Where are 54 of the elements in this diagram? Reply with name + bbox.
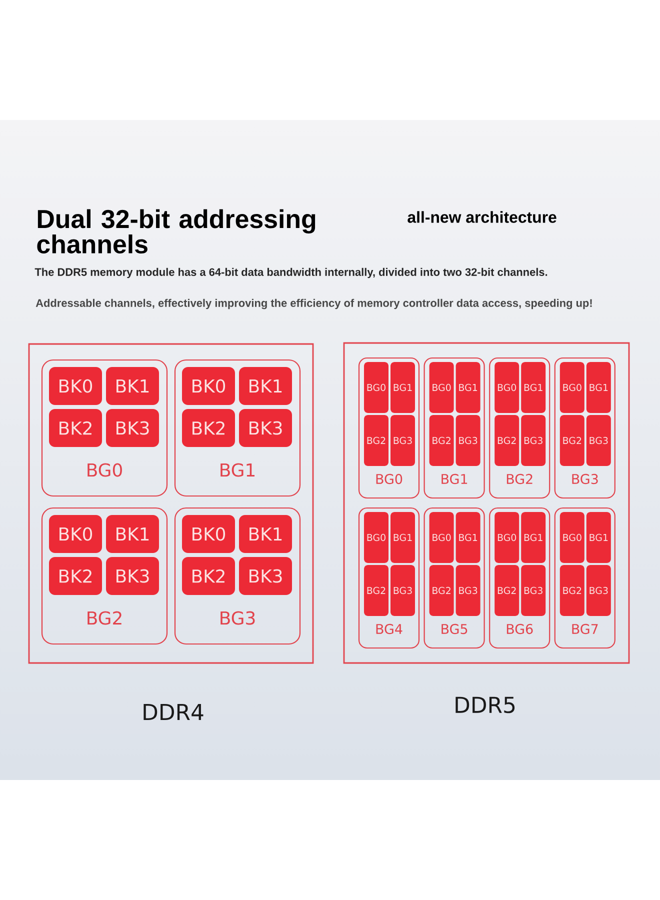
cell-box: BG2: [560, 415, 584, 466]
cell-box: BG0: [429, 362, 454, 413]
description-text: Addressable channels, effectively improving the efficiency of memory controller data access, speeding up!: [36, 298, 592, 310]
cell-box: BK1: [106, 367, 159, 405]
cell-box: BG0: [560, 362, 584, 413]
cell-box: BK0: [182, 515, 235, 553]
node-label: DDR4: [144, 704, 204, 720]
cell-box: BG0: [364, 512, 388, 563]
cell-box: BG0: [494, 512, 520, 563]
cell-box: BG3: [456, 415, 480, 466]
cell-box: BG0: [560, 512, 584, 563]
cell-box: BK2: [49, 557, 102, 595]
cell-box: BG0: [364, 362, 388, 413]
cell-box: BG1: [521, 512, 546, 563]
cell-box: BK2: [182, 557, 235, 595]
cell-box: BG1: [390, 512, 415, 563]
cell-box: BG2: [494, 565, 520, 616]
cell-box: BK3: [106, 409, 159, 447]
cell-box: BG3: [586, 565, 611, 616]
cell-box: BK2: [182, 409, 235, 447]
cell-box: BG1: [390, 362, 415, 413]
cell-box: BG2: [494, 415, 520, 466]
cell-box: BG3: [456, 565, 480, 616]
description-text: The DDR5 memory module has a 64-bit data bandwidth internally, divided into two 32-bit channels.: [34, 268, 548, 278]
cell-box: BK3: [106, 557, 159, 595]
cell-box: BG0: [429, 512, 454, 563]
cell-box: BG2: [364, 565, 388, 616]
cell-box: BK2: [49, 409, 102, 447]
cell-box: BG3: [521, 415, 546, 466]
cell-box: BK1: [106, 515, 159, 553]
cell-box: BG1: [456, 512, 480, 563]
subtitle: all-new architecture: [408, 211, 556, 223]
cell-box: BG2: [429, 415, 454, 466]
cell-box: BG2: [364, 415, 388, 466]
cell-box: BG1: [521, 362, 546, 413]
cell-box: BG2: [429, 565, 454, 616]
cell-box: BK1: [239, 367, 292, 405]
cell-box: BG3: [586, 415, 611, 466]
node-label: DDR5: [456, 696, 515, 714]
cell-box: BG1: [586, 362, 611, 413]
cell-box: BK0: [49, 367, 102, 405]
title: Dual 32-bit addressing channels: [37, 209, 316, 254]
cell-box: BK0: [49, 515, 102, 553]
cell-box: BK3: [239, 557, 292, 595]
cell-box: BG3: [390, 415, 415, 466]
cell-box: BK0: [182, 367, 235, 405]
cell-box: BG3: [390, 565, 415, 616]
cell-box: BG3: [521, 565, 546, 616]
cell-box: BG0: [494, 362, 520, 413]
cell-box: BG2: [560, 565, 584, 616]
cell-box: BG1: [456, 362, 480, 413]
cell-box: BK3: [239, 409, 292, 447]
cell-box: BG1: [586, 512, 611, 563]
cell-box: BK1: [239, 515, 292, 553]
